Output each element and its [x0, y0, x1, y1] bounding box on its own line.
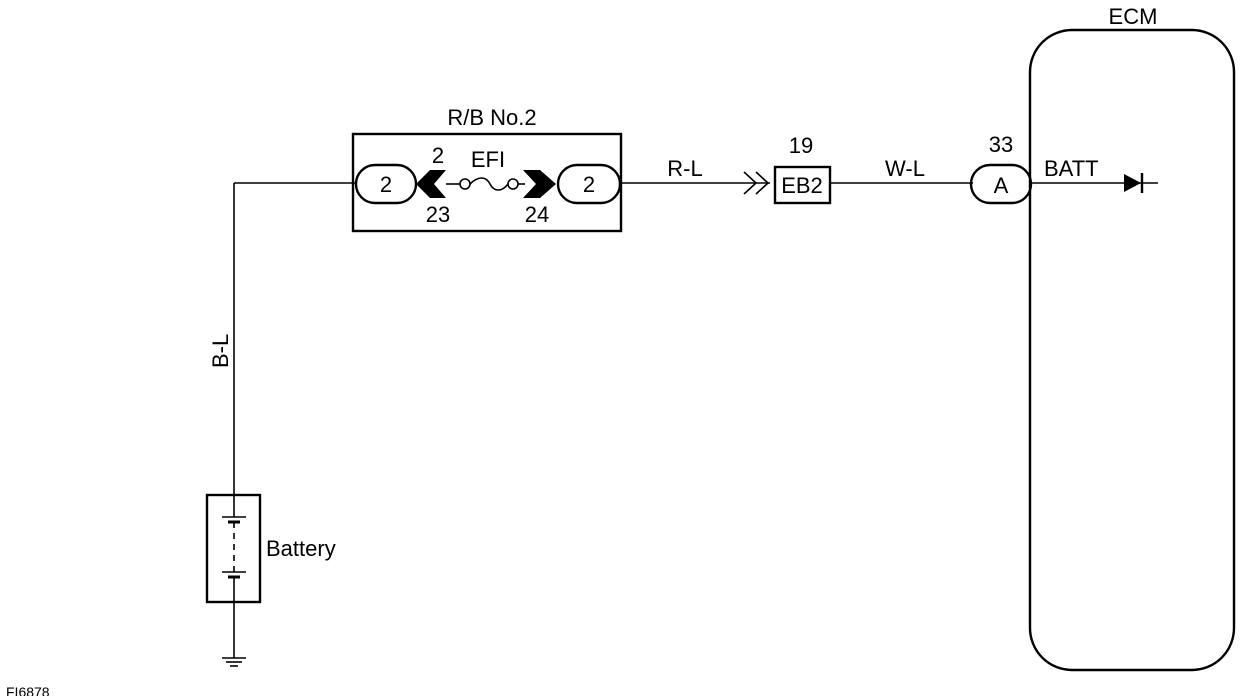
- ecm: ECM A 33 BATT: [969, 4, 1236, 672]
- connector-arrow-icon: [743, 171, 758, 195]
- ecm-connector-label: A: [994, 173, 1009, 198]
- connector-eb2-box: [773, 165, 832, 205]
- relay-box: R/B No.2 2 2 2 EFI 23 24: [351, 105, 623, 233]
- wire-label-b-l: B-L: [208, 334, 233, 368]
- ecm-connector-pill: [969, 163, 1033, 205]
- diode-icon: [1124, 173, 1144, 193]
- fuse-name: EFI: [471, 147, 505, 172]
- connector-eb2-pin: 19: [789, 133, 813, 158]
- ground-icon: [222, 602, 246, 667]
- battery-label: Battery: [266, 536, 336, 561]
- battery-wire: B-L: [208, 182, 356, 495]
- wire-w-l: W-L: [830, 156, 973, 184]
- ecm-outline: [1028, 28, 1236, 672]
- right-chevron-icon: [523, 170, 556, 198]
- fuse-icon: [446, 177, 525, 191]
- ecm-terminal-label: BATT: [1044, 156, 1099, 181]
- left-chevron-icon: [416, 170, 446, 198]
- fuse-top-number: 2: [432, 143, 444, 168]
- wire-label-w-l: W-L: [885, 156, 925, 181]
- connector-eb2: EB2 19: [773, 133, 832, 205]
- right-pin-pill: [556, 163, 622, 205]
- ecm-title: ECM: [1109, 4, 1158, 29]
- left-pin-label: 2: [380, 172, 392, 197]
- left-terminal-number: 23: [426, 202, 450, 227]
- figure-id: FI6878: [6, 684, 50, 696]
- wire-label-r-l: R-L: [667, 156, 702, 181]
- right-terminal-number: 24: [525, 202, 549, 227]
- relay-box-title: R/B No.2: [447, 105, 536, 130]
- ecm-pin-number: 33: [989, 132, 1013, 157]
- battery: Battery: [205, 493, 336, 604]
- connector-eb2-label: EB2: [781, 173, 823, 198]
- right-pin-label: 2: [583, 172, 595, 197]
- wire-r-l: R-L: [620, 156, 770, 195]
